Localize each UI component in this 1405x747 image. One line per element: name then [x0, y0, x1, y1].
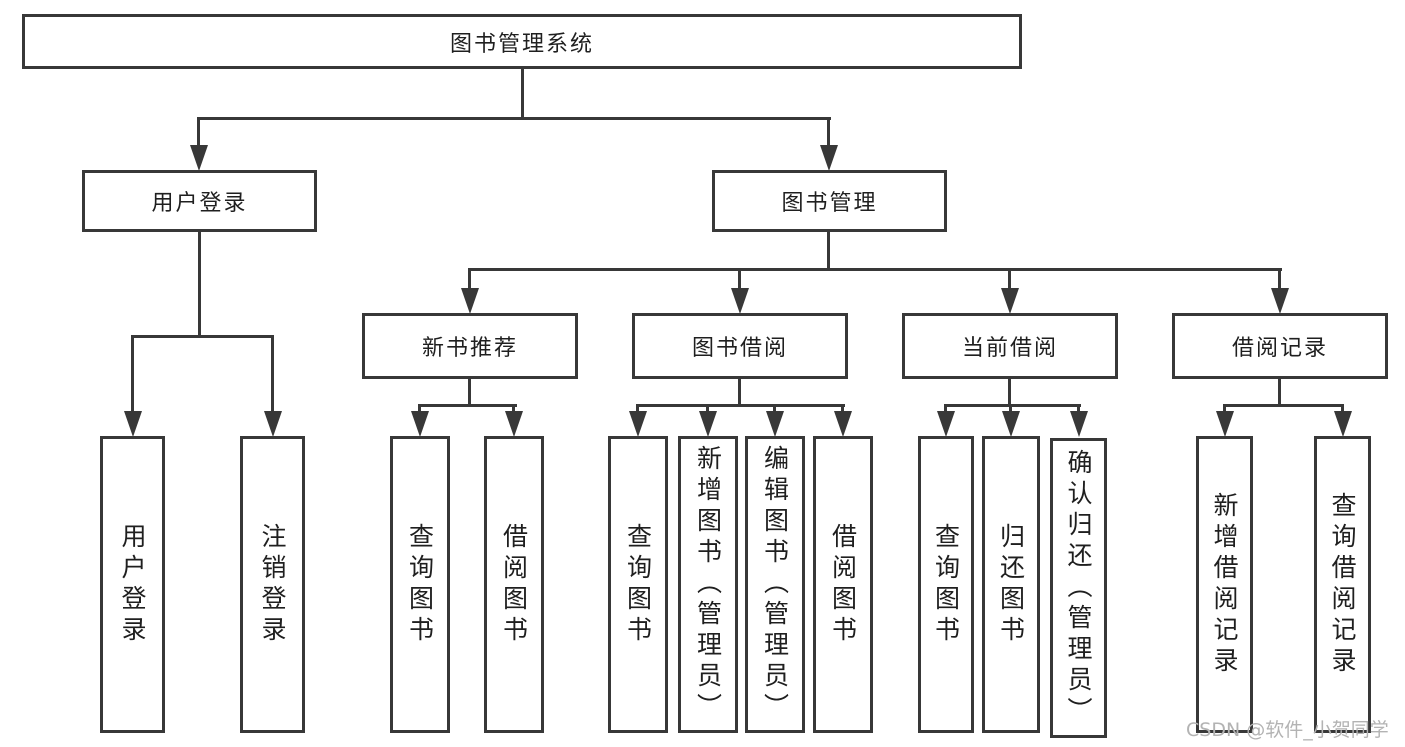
node-label: 新增图书（管理员） [693, 445, 723, 724]
node-label: 用户登录 [118, 522, 147, 647]
node-label: 查询图书 [405, 522, 435, 647]
node-label: 图书管理系统 [449, 31, 594, 57]
connector-current-stem [1008, 379, 1011, 407]
arrowhead-down-icon [629, 411, 647, 437]
arrowhead-down-icon [264, 411, 282, 437]
arrowhead-down-icon [1001, 288, 1019, 314]
node-current-borrowing: 当前借阅 [902, 313, 1118, 379]
node-book-management: 图书管理 [712, 170, 947, 232]
connector-root-stem [521, 69, 524, 120]
leaf-recommend-query-books: 查询图书 [390, 436, 450, 733]
leaf-current-confirm-return-admin: 确认归还（管理员） [1050, 438, 1107, 738]
connector-recommend-rail [418, 404, 517, 407]
node-borrowing-records: 借阅记录 [1172, 313, 1388, 379]
connector-borrowing-stem [738, 379, 741, 407]
connector-drop-current-query [944, 404, 947, 414]
node-label: 确认归还（管理员） [1064, 448, 1093, 728]
arrowhead-down-icon [1271, 288, 1289, 314]
connector-current-rail [944, 404, 1081, 407]
leaf-records-query-record: 查询借阅记录 [1314, 436, 1371, 733]
node-new-book-recommend: 新书推荐 [362, 313, 578, 379]
leaf-borrowing-edit-books-admin: 编辑图书（管理员） [745, 436, 805, 733]
connector-user-login-stem [198, 232, 201, 338]
leaf-borrowing-query-books: 查询图书 [608, 436, 668, 733]
leaf-borrowing-borrow-books: 借阅图书 [813, 436, 873, 733]
leaf-recommend-borrow-books: 借阅图书 [484, 436, 544, 733]
connector-drop-borrowing-query [636, 404, 639, 414]
connector-records-stem [1278, 379, 1281, 407]
connector-drop-book-borrowing [738, 268, 741, 294]
arrowhead-down-icon [505, 411, 523, 437]
arrowhead-down-icon [1070, 411, 1088, 437]
arrowhead-down-icon [731, 288, 749, 314]
node-label: 借阅图书 [828, 522, 858, 647]
connector-drop-current-return [1009, 404, 1012, 414]
connector-drop-borrowing-add [706, 404, 709, 414]
connector-drop-borrowing-records [1278, 268, 1281, 294]
node-book-borrowing: 图书借阅 [632, 313, 848, 379]
node-label: 归还图书 [996, 522, 1026, 647]
arrowhead-down-icon [461, 288, 479, 314]
connector-recommend-stem [468, 379, 471, 407]
connector-drop-current-confirm [1077, 404, 1080, 414]
arrowhead-down-icon [937, 411, 955, 437]
arrowhead-down-icon [124, 411, 142, 437]
node-root-system: 图书管理系统 [22, 14, 1022, 69]
arrowhead-down-icon [834, 411, 852, 437]
connector-drop-records-add [1223, 404, 1226, 414]
node-label: 查询借阅记录 [1328, 491, 1357, 678]
arrowhead-down-icon [820, 145, 838, 171]
connector-user-login-rail [131, 335, 274, 338]
arrowhead-down-icon [1334, 411, 1352, 437]
leaf-borrowing-add-books-admin: 新增图书（管理员） [678, 436, 738, 733]
node-user-login: 用户登录 [82, 170, 317, 232]
connector-drop-recommend-borrow [512, 404, 515, 414]
arrowhead-down-icon [766, 411, 784, 437]
csdn-watermark: CSDN @软件_小贺同学 [1186, 719, 1389, 741]
arrowhead-down-icon [1216, 411, 1234, 437]
leaf-user-login: 用户登录 [100, 436, 165, 733]
connector-borrowing-rail [636, 404, 845, 407]
connector-drop-leaf-logout [271, 335, 274, 413]
leaf-logout: 注销登录 [240, 436, 305, 733]
node-label: 借阅记录 [1231, 336, 1328, 361]
connector-drop-current-borrowing [1008, 268, 1011, 294]
connector-level2-rail [197, 117, 831, 120]
node-label: 查询图书 [623, 522, 653, 647]
arrowhead-down-icon [190, 145, 208, 171]
connector-drop-borrowing-edit [773, 404, 776, 414]
node-label: 查询图书 [931, 522, 961, 647]
connector-records-rail [1223, 404, 1344, 407]
connector-drop-recommend-query [418, 404, 421, 414]
node-label: 图书管理 [781, 191, 878, 216]
arrowhead-down-icon [699, 411, 717, 437]
node-label: 编辑图书（管理员） [760, 445, 790, 724]
connector-drop-records-query [1341, 404, 1344, 414]
leaf-records-add-record: 新增借阅记录 [1196, 436, 1253, 733]
node-label: 当前借阅 [961, 336, 1058, 361]
node-label: 借阅图书 [499, 522, 529, 647]
connector-drop-book-management [827, 117, 830, 153]
arrowhead-down-icon [411, 411, 429, 437]
node-label: 用户登录 [151, 191, 248, 216]
node-label: 注销登录 [258, 522, 287, 647]
node-label: 新增借阅记录 [1210, 491, 1239, 678]
node-label: 图书借阅 [691, 336, 788, 361]
connector-level3-rail [468, 268, 1282, 271]
leaf-current-return-books: 归还图书 [982, 436, 1040, 733]
node-label: 新书推荐 [421, 336, 518, 361]
connector-drop-user-login [197, 117, 200, 153]
connector-book-management-stem [827, 232, 830, 271]
connector-drop-leaf-login [131, 335, 134, 413]
arrowhead-down-icon [1002, 411, 1020, 437]
connector-drop-new-book-recommend [468, 268, 471, 294]
connector-drop-borrowing-borrow [841, 404, 844, 414]
leaf-current-query-books: 查询图书 [918, 436, 974, 733]
